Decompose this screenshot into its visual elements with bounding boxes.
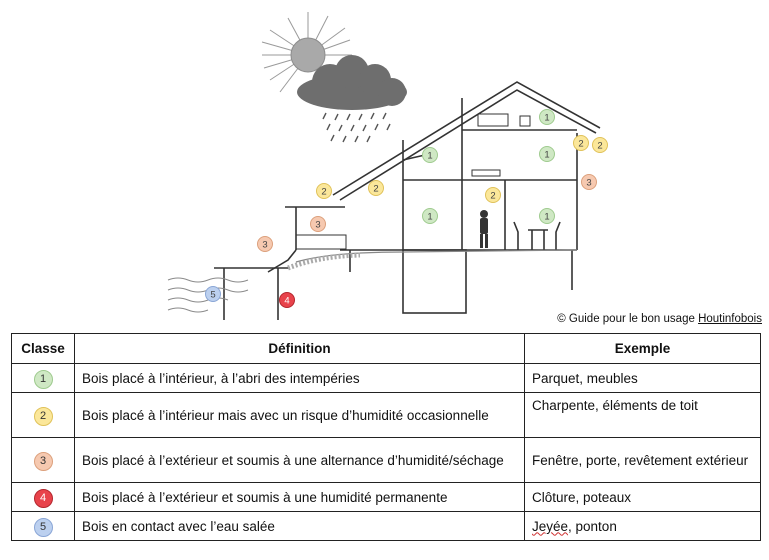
table-row: 4 Bois placé à l’extérieur et soumis à u… bbox=[11, 482, 761, 512]
class-marker-circle bbox=[573, 135, 589, 151]
class-marker-label: 3 bbox=[586, 178, 591, 189]
definition-cell: Bois placé à l’extérieur et soumis à une… bbox=[74, 437, 525, 483]
class-marker-3: 3 bbox=[581, 174, 597, 190]
class-marker-label: 2 bbox=[321, 187, 326, 198]
class-badge: 3 bbox=[33, 451, 53, 471]
person-icon bbox=[480, 210, 488, 248]
class-marker-label: 2 bbox=[373, 184, 378, 195]
class-marker-label: 1 bbox=[544, 113, 549, 124]
class-marker-label: 5 bbox=[210, 290, 215, 301]
class-marker-label: 1 bbox=[544, 150, 549, 161]
example-word-jeyee: Jeyée bbox=[532, 518, 569, 534]
table-row: 5 Bois en contact avec l’eau salée Jeyée… bbox=[11, 511, 761, 541]
definition-cell: Bois placé à l’intérieur, à l’abri des i… bbox=[74, 363, 525, 393]
example-word-ponton: , ponton bbox=[568, 518, 617, 534]
table-row: 3 Bois placé à l’extérieur et soumis à u… bbox=[11, 437, 761, 483]
class-marker-1: 1 bbox=[539, 208, 555, 224]
wood-class-table: Classe Définition Exemple 1 Bois placé à… bbox=[11, 333, 761, 541]
class-marker-label: 1 bbox=[427, 151, 432, 162]
copyright-text: © Guide pour le bon usage bbox=[557, 313, 699, 325]
class-marker-label: 3 bbox=[262, 240, 267, 251]
class-marker-circle bbox=[581, 174, 597, 190]
class-marker-2: 2 bbox=[592, 137, 608, 153]
sun-icon bbox=[261, 12, 352, 93]
header-definition: Définition bbox=[74, 333, 525, 364]
copyright-note: © Guide pour le bon usage Houtinfobois bbox=[540, 313, 762, 325]
class-marker-2: 2 bbox=[573, 135, 589, 151]
class-marker-2: 2 bbox=[368, 180, 384, 196]
class-marker-2: 2 bbox=[316, 183, 332, 199]
class-badge: 5 bbox=[33, 517, 53, 537]
class-badge: 4 bbox=[33, 488, 53, 508]
header-exemple: Exemple bbox=[524, 333, 761, 364]
example-cell: Clôture, poteaux bbox=[524, 482, 761, 512]
class-marker-circle bbox=[422, 208, 438, 224]
cloud-icon bbox=[297, 55, 407, 110]
rain-icon bbox=[322, 112, 391, 143]
class-marker-1: 1 bbox=[422, 208, 438, 224]
class-marker-circle bbox=[539, 146, 555, 162]
class-marker-1: 1 bbox=[422, 147, 438, 163]
class-marker-label: 2 bbox=[578, 139, 583, 150]
class-marker-3: 3 bbox=[257, 236, 273, 252]
class-marker-label: 2 bbox=[597, 141, 602, 152]
class-marker-3: 3 bbox=[310, 216, 326, 232]
class-marker-4: 4 bbox=[279, 292, 295, 308]
definition-cell: Bois placé à l’extérieur et soumis à une… bbox=[74, 482, 525, 512]
copyright-brand: Houtinfobois bbox=[698, 313, 762, 325]
class-cell: 2 bbox=[11, 392, 75, 438]
class-marker-circle bbox=[485, 187, 501, 203]
class-marker-label: 2 bbox=[490, 191, 495, 202]
class-cell: 4 bbox=[11, 482, 75, 512]
example-cell: Jeyée, ponton bbox=[524, 511, 761, 541]
class-badge: 2 bbox=[33, 406, 53, 426]
definition-cell: Bois en contact avec l’eau salée bbox=[74, 511, 525, 541]
example-cell: Charpente, éléments de toit bbox=[524, 392, 761, 438]
class-marker-1: 1 bbox=[539, 146, 555, 162]
class-marker-label: 1 bbox=[544, 212, 549, 223]
ground-line bbox=[295, 249, 578, 263]
class-cell: 1 bbox=[11, 363, 75, 393]
table-header-row: Classe Définition Exemple bbox=[11, 333, 761, 364]
class-marker-label: 3 bbox=[315, 220, 320, 231]
class-marker-2: 2 bbox=[485, 187, 501, 203]
class-cell: 5 bbox=[11, 511, 75, 541]
class-marker-circle bbox=[592, 137, 608, 153]
class-marker-circle bbox=[279, 292, 295, 308]
class-marker-circle bbox=[539, 109, 555, 125]
class-marker-circle bbox=[368, 180, 384, 196]
class-marker-circle bbox=[310, 216, 326, 232]
class-marker-label: 1 bbox=[427, 212, 432, 223]
class-cell: 3 bbox=[11, 437, 75, 483]
class-marker-circle bbox=[422, 147, 438, 163]
class-marker-circle bbox=[205, 286, 221, 302]
class-marker-circle bbox=[316, 183, 332, 199]
class-marker-circle bbox=[539, 208, 555, 224]
class-badge: 1 bbox=[33, 369, 53, 389]
class-marker-label: 4 bbox=[284, 296, 289, 307]
table-row: 1 Bois placé à l’intérieur, à l’abri des… bbox=[11, 363, 761, 393]
house-drawing bbox=[214, 81, 601, 320]
house-cross-section-illustration: 1 1 1 1 1 2 2 2 2 2 3 3 3 4 5 bbox=[167, 12, 608, 320]
header-classe: Classe bbox=[11, 333, 75, 364]
example-cell: Parquet, meubles bbox=[524, 363, 761, 393]
table-row: 2 Bois placé à l’intérieur mais avec un … bbox=[11, 392, 761, 438]
class-marker-5: 5 bbox=[205, 286, 221, 302]
example-cell: Fenêtre, porte, revêtement extérieur bbox=[524, 437, 761, 483]
class-markers: 1 1 1 1 1 2 2 2 2 2 3 3 3 4 5 bbox=[205, 109, 608, 308]
definition-cell: Bois placé à l’intérieur mais avec un ri… bbox=[74, 392, 525, 438]
class-marker-circle bbox=[257, 236, 273, 252]
class-marker-1: 1 bbox=[539, 109, 555, 125]
